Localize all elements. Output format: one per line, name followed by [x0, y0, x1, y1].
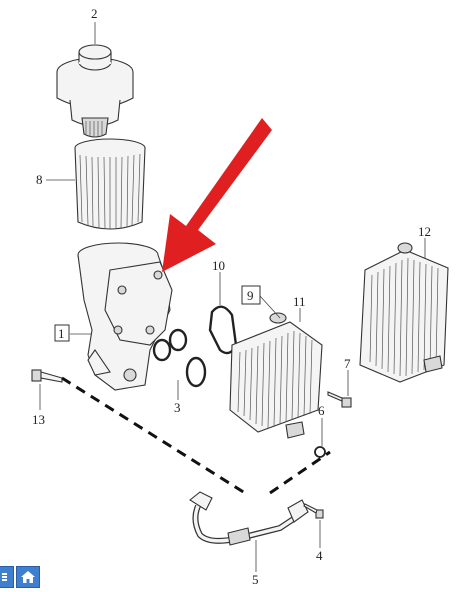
callout-11[interactable]: 11 — [293, 294, 306, 309]
callout-5[interactable]: 5 — [252, 572, 259, 587]
bolt-13[interactable] — [31, 369, 63, 383]
dashed-routing — [61, 376, 331, 495]
callout-box-9 — [241, 285, 261, 305]
oil-cooler[interactable] — [229, 312, 323, 439]
callout-10[interactable]: 10 — [212, 258, 225, 273]
callouts: 2 8 1 3 10 9 11 12 7 6 13 4 5 — [32, 6, 431, 587]
callout-box-1 — [54, 324, 70, 342]
filter-cap[interactable] — [56, 44, 134, 138]
oil-cooler-alt[interactable] — [359, 242, 449, 383]
leader-lines — [39, 22, 426, 572]
red-arrow-icon — [162, 118, 272, 272]
callout-1[interactable]: 1 — [58, 326, 65, 341]
callout-12[interactable]: 12 — [418, 224, 431, 239]
callout-13[interactable]: 13 — [32, 412, 45, 427]
menu-icon — [2, 573, 7, 581]
small-gaskets[interactable] — [152, 328, 207, 388]
menu-button[interactable] — [0, 566, 14, 588]
callout-9[interactable]: 9 — [247, 288, 254, 303]
o-ring-6[interactable] — [314, 446, 326, 458]
callout-7[interactable]: 7 — [344, 356, 351, 371]
callout-2[interactable]: 2 — [91, 6, 98, 21]
filter-housing[interactable] — [77, 242, 173, 391]
callout-3[interactable]: 3 — [174, 400, 181, 415]
callout-8[interactable]: 8 — [36, 172, 43, 187]
home-button[interactable] — [16, 566, 40, 588]
filter-element[interactable] — [74, 138, 146, 230]
bolt-4[interactable] — [303, 503, 324, 519]
home-icon — [21, 571, 35, 583]
callout-6[interactable]: 6 — [318, 403, 325, 418]
oil-pipe[interactable] — [189, 491, 309, 546]
callout-4[interactable]: 4 — [316, 548, 323, 563]
bolt-7[interactable] — [327, 391, 352, 408]
